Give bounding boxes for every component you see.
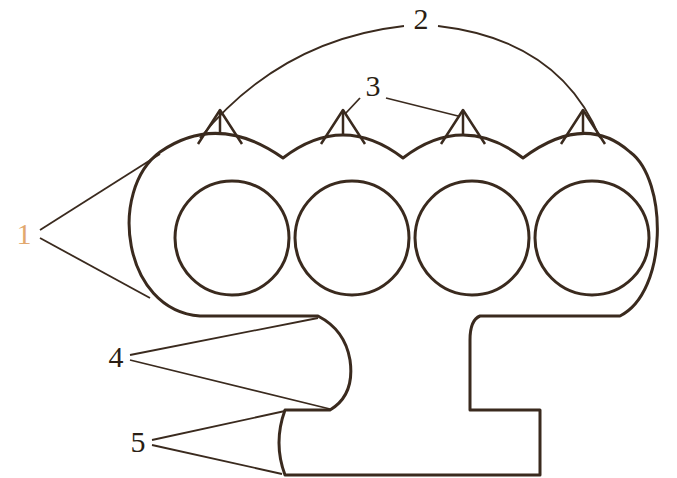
leader-line	[200, 26, 404, 138]
leader-line	[40, 154, 160, 230]
leader-line	[345, 98, 360, 114]
leader-lines	[40, 26, 600, 474]
finger-hole	[295, 181, 409, 295]
callout-number: 1	[17, 219, 32, 249]
leader-line	[130, 318, 318, 355]
spike	[561, 110, 605, 144]
spike	[441, 110, 485, 144]
spike	[321, 110, 365, 144]
callout-number: 5	[131, 427, 146, 457]
callout-number: 2	[414, 4, 429, 34]
spike-edge	[582, 112, 585, 134]
callout-number: 3	[366, 71, 381, 101]
leader-line	[152, 445, 282, 474]
leader-line	[438, 26, 600, 138]
spike-edge	[462, 112, 465, 134]
finger-hole	[415, 181, 529, 295]
finger-hole	[535, 181, 649, 295]
leader-line	[130, 360, 330, 409]
leader-line	[152, 411, 285, 440]
leader-line	[40, 238, 150, 298]
finger-hole	[175, 181, 289, 295]
spike-edge	[342, 112, 345, 134]
leader-line	[386, 98, 458, 116]
knuckle-body-outline	[129, 133, 657, 475]
callout-number: 4	[109, 342, 124, 372]
